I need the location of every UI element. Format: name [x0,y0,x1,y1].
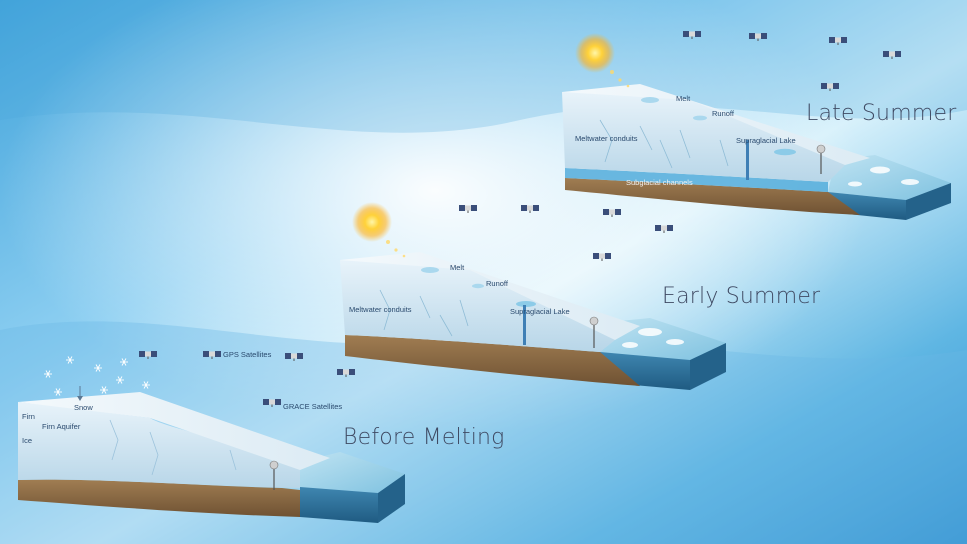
sun-icon [575,33,615,73]
supraglacial-lake-pond [516,301,536,307]
ocean-right-side [906,183,951,220]
bedrock [345,335,640,386]
ice-crack [109,419,119,461]
background-wave-top [0,0,967,133]
ocean-right-side [690,343,726,390]
ice-crack [149,431,159,476]
late-meltwater-conduits-label: Meltwater conduits [575,134,638,143]
ocean-surface [828,155,951,200]
early-supraglacial-lake-label: Supraglacial Lake [510,307,570,316]
late-melt-label: Melt [676,94,691,103]
supraglacial-lake-pond [774,148,796,156]
before-melting-title: Before Melting [343,425,505,450]
bedrock [565,178,860,215]
bedrock [18,479,300,517]
ice-top [562,84,870,165]
melt-pond [693,115,707,121]
ice-floe [638,328,662,336]
early-summer-block [340,252,726,390]
sun-icon [352,202,392,242]
firn-label: Firn [22,412,35,421]
ocean-surface [300,452,405,493]
firn-aquifer-label: Firn Aquifer [42,422,81,431]
late-summer-block [562,84,951,220]
early-meltwater-conduits-label: Meltwater conduits [349,305,412,314]
late-subglacial-channels-label: Subglacial channels [626,178,693,187]
late-summer-title: Late Summer [806,101,957,126]
ice-top [340,252,640,340]
ocean-right-side [378,474,405,523]
early-summer-title: Early Summer [662,284,821,309]
early-runoff-label: Runoff [486,279,508,288]
melt-pond [472,283,484,289]
moulin [746,140,749,180]
moulin [523,305,526,345]
ice-floe [622,342,638,348]
gps-satellites-label: GPS Satellites [223,350,272,359]
ice-side [340,260,615,352]
meltwater-conduits-lines [379,289,469,337]
meltwater-conduits-lines [599,119,729,169]
snow-arrow-icon [77,386,83,401]
subglacial-channel-water [565,168,828,192]
gps-station-antenna [269,460,279,470]
ice-floe [870,166,890,174]
early-melt-label: Melt [450,263,465,272]
ice-label: Ice [22,436,33,445]
ice-side [18,402,300,488]
ice-top [18,392,330,470]
late-runoff-label: Runoff [712,109,734,118]
grace-satellites-label: GRACE Satellites [283,402,343,411]
ice-side [562,92,845,182]
gps-station-antenna [816,144,826,154]
melt-pond [641,97,659,103]
melt-pond [421,267,439,273]
before-melting-block [18,392,405,523]
ice-floe [848,181,862,187]
ocean-side [300,487,378,523]
sun-rays-dots [386,70,630,258]
ice-crack [229,449,237,471]
late-supraglacial-lake-label: Supraglacial Lake [736,136,796,145]
gps-station-antenna [589,316,599,326]
ice-floe [666,339,684,345]
ice-floe [901,179,919,185]
snow-label: Snow [74,403,93,412]
